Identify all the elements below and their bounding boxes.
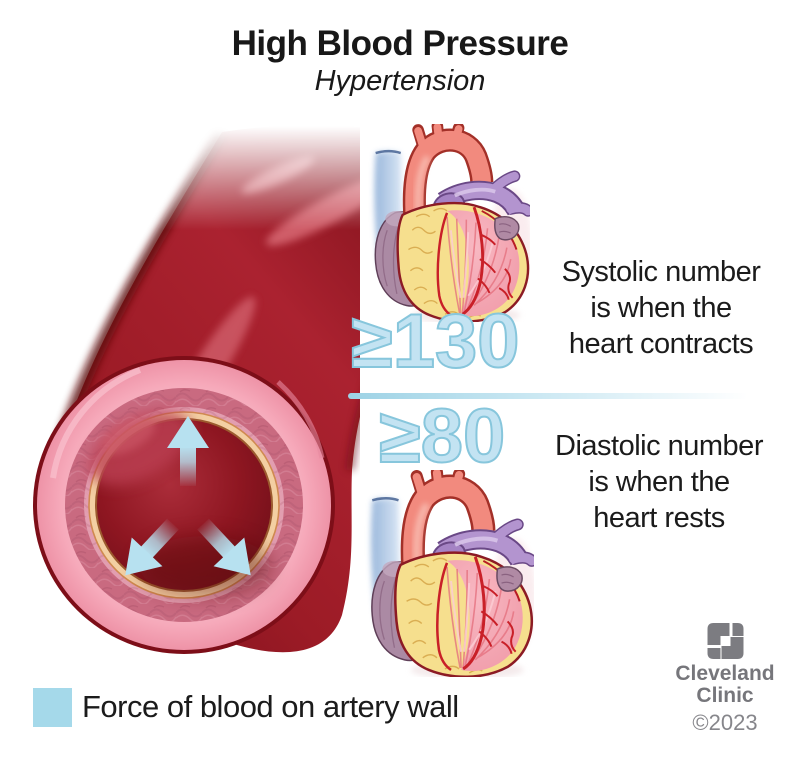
heart-resting-illustration (362, 470, 534, 677)
systolic-line-2: is when the (590, 292, 732, 324)
artery-illustration (33, 125, 360, 654)
diastolic-line-1: Diastolic number (555, 430, 763, 462)
page-title: High Blood Pressure (231, 24, 569, 63)
branding-block: Cleveland Clinic ©2023 (655, 623, 795, 736)
systolic-line-3: heart contracts (568, 328, 754, 360)
heart-contracting-illustration (366, 124, 530, 322)
systolic-diastolic-divider (348, 393, 748, 399)
systolic-line-1: Systolic number (561, 256, 761, 288)
diastolic-line-2: is when the (588, 466, 730, 498)
systolic-description: Systolic number is when the heart contra… (539, 254, 783, 362)
cleveland-clinic-logo-icon (707, 623, 743, 659)
systolic-value: ≥130 (350, 299, 521, 384)
brand-name-line-2: Clinic (696, 684, 754, 707)
legend-color-swatch (33, 688, 72, 727)
brand-name-line-1: Cleveland (675, 662, 775, 685)
brand-copyright: ©2023 (692, 710, 758, 735)
diastolic-description: Diastolic number is when the heart rests (537, 428, 781, 536)
diastolic-line-3: heart rests (593, 502, 725, 534)
legend-label: Force of blood on artery wall (82, 689, 459, 724)
page-subtitle: Hypertension (314, 65, 486, 97)
artery-cross-section (33, 356, 335, 654)
diastolic-value: ≥80 (378, 394, 506, 479)
